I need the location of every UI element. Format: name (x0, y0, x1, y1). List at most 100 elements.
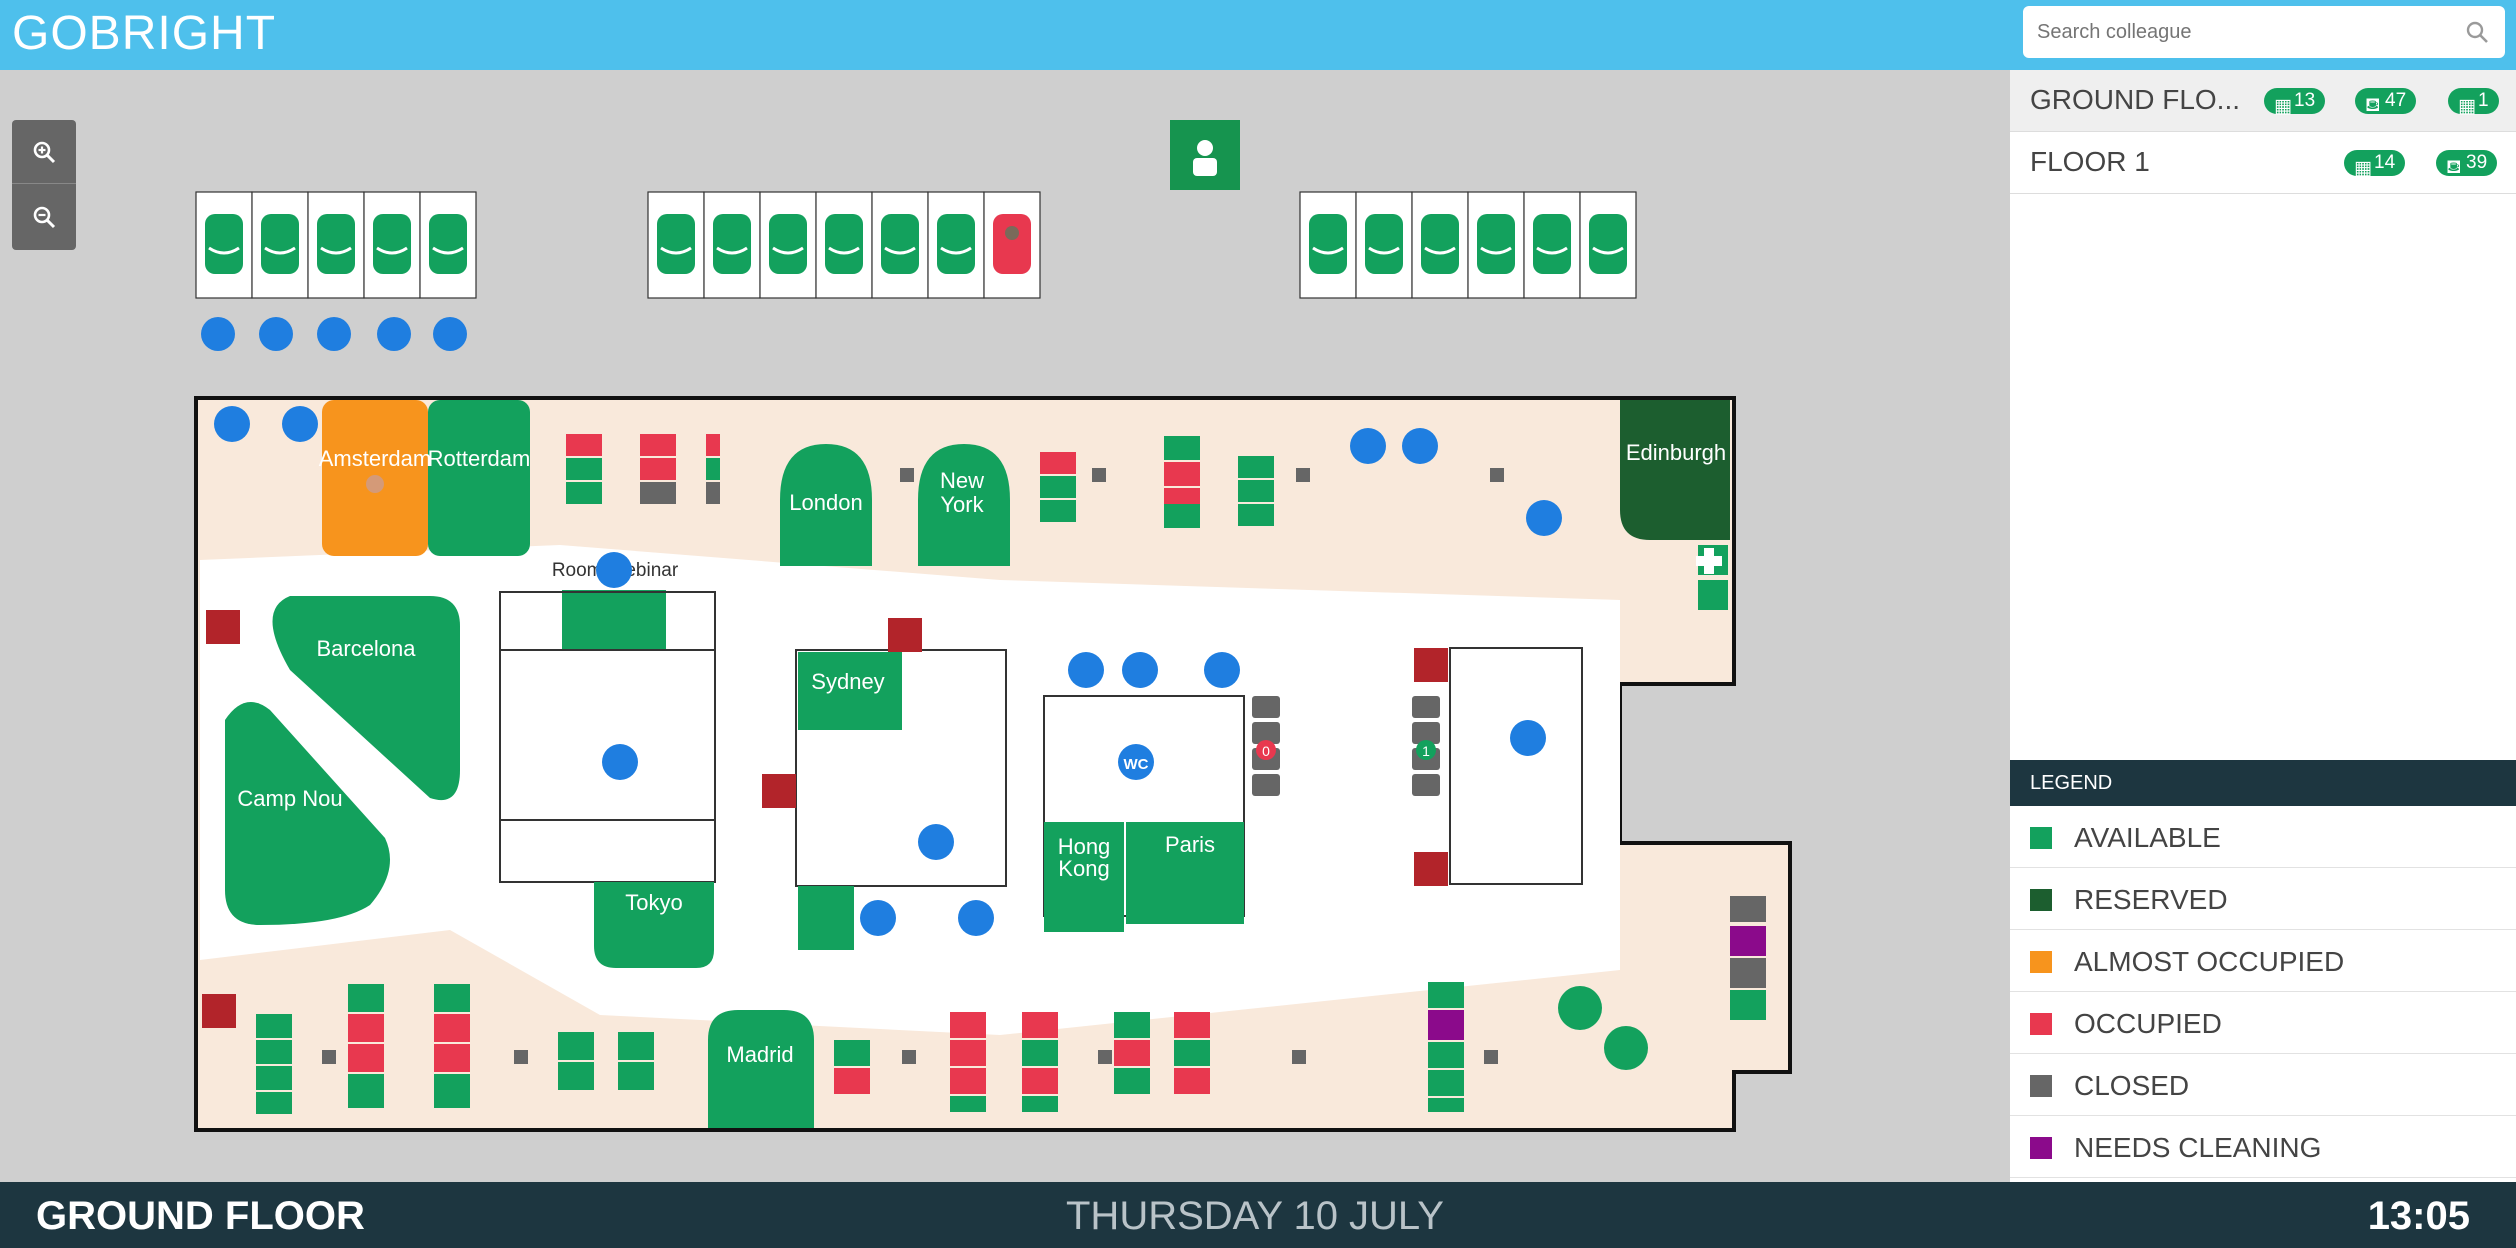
zoom-out-button[interactable] (12, 185, 76, 249)
round-table[interactable] (1604, 1026, 1648, 1070)
legend-item-available: AVAILABLE (2010, 806, 2516, 868)
closed-markers (322, 468, 1504, 1064)
room-camp-nou[interactable] (225, 702, 390, 925)
desk-icon: ▦ (2354, 158, 2372, 179)
legend-swatch (2030, 951, 2052, 973)
room-webinar[interactable] (562, 590, 666, 650)
chair-icon: ⛾ (2446, 157, 2462, 178)
room-new-york-label-2: York (940, 492, 984, 517)
parking-spot[interactable] (926, 190, 986, 300)
room-count-badge: ▦1 (2448, 88, 2499, 117)
legend-swatch (2030, 1075, 2052, 1097)
floor-item-1[interactable]: FLOOR 1 ▦14 ⛾39 (2010, 132, 2516, 194)
printer-icon[interactable] (958, 900, 994, 936)
ev-charger-icon[interactable] (317, 317, 351, 351)
legend-swatch (2030, 889, 2052, 911)
parking-spot[interactable] (814, 190, 874, 300)
coffee-icon[interactable] (214, 406, 250, 442)
parking-spot[interactable] (362, 190, 422, 300)
parking-spot[interactable] (1522, 190, 1582, 300)
room-small[interactable] (798, 886, 854, 950)
room-barcelona-label: Barcelona (316, 636, 416, 661)
room-rotterdam[interactable] (428, 400, 530, 556)
round-table[interactable] (1558, 986, 1602, 1030)
room-edinburgh-label: Edinburgh (1626, 440, 1726, 465)
restaurant-icon[interactable] (1402, 428, 1438, 464)
room-barcelona[interactable] (272, 596, 461, 801)
search-icon[interactable] (2465, 20, 2489, 44)
parking-spot[interactable] (1410, 190, 1470, 300)
parking-spot[interactable] (418, 190, 478, 300)
room-paris-label: Paris (1165, 832, 1215, 857)
desk-cluster[interactable] (1040, 436, 1274, 528)
stairs-icon[interactable] (1510, 720, 1546, 756)
parking-spot[interactable] (306, 190, 366, 300)
parking-spot-occupied[interactable] (983, 191, 1041, 299)
baby-room-icon[interactable] (1122, 652, 1158, 688)
fire-extinguisher-icon (888, 618, 922, 652)
room-sydney[interactable] (798, 652, 902, 730)
coffee-icon[interactable] (1350, 428, 1386, 464)
floor-name: FLOOR 1 (2030, 146, 2150, 177)
floor-plan: Amsterdam Rotterdam London New York Edin… (194, 120, 1792, 1132)
legend-item-occupied: OCCUPIED (2010, 992, 2516, 1054)
wellness-icon[interactable] (1526, 500, 1562, 536)
legend-title: LEGEND (2010, 760, 2516, 806)
room-edinburgh[interactable] (1620, 400, 1730, 540)
desk-cluster[interactable] (558, 1032, 870, 1094)
room-new-york[interactable] (918, 444, 1010, 566)
room-paris[interactable] (1126, 822, 1244, 924)
parking-spot[interactable] (250, 190, 310, 300)
parking-spot[interactable] (702, 190, 762, 300)
parking-spot[interactable] (1298, 190, 1358, 300)
room-madrid[interactable] (708, 1010, 814, 1128)
ev-charger-icon[interactable] (201, 317, 235, 351)
parking-row-middle (646, 190, 1041, 300)
desk-cluster[interactable] (1428, 896, 1766, 1112)
fire-extinguisher-icon (202, 994, 236, 1028)
current-date: THURSDAY 10 JULY (1066, 1194, 1444, 1238)
desk-cluster[interactable] (950, 1012, 1210, 1112)
lift-icon[interactable] (602, 744, 638, 780)
wc-label: WC (1124, 756, 1149, 773)
top-bar: GOBRIGHT (0, 0, 2516, 70)
ev-charger-icon[interactable] (259, 317, 293, 351)
parking-spot[interactable] (1578, 190, 1638, 300)
search-box[interactable] (2023, 6, 2505, 58)
room-london[interactable] (780, 444, 872, 566)
parking-spot[interactable] (1466, 190, 1526, 300)
coffee-icon[interactable] (860, 900, 896, 936)
accessibility-icon[interactable] (1068, 652, 1104, 688)
room-hong-kong[interactable] (1044, 822, 1124, 932)
chair-icon: ⛾ (2365, 95, 2381, 116)
fire-extinguisher-icon (206, 610, 240, 644)
desk-count-badge: ▦13 (2264, 88, 2326, 117)
ev-charger-icon[interactable] (377, 317, 411, 351)
avatar (366, 475, 384, 493)
parking-spot[interactable] (1354, 190, 1414, 300)
coffee-icon[interactable] (1204, 652, 1240, 688)
printer-icon[interactable] (282, 406, 318, 442)
parking-spot[interactable] (870, 190, 930, 300)
current-floor: GROUND FLOOR (36, 1194, 365, 1238)
locker-count-right: 1 (1422, 743, 1430, 759)
webinar-icon[interactable] (596, 552, 632, 588)
parking-spot[interactable] (758, 190, 818, 300)
room-hong-kong-label-1: Hong (1058, 834, 1111, 859)
parking-spot[interactable] (646, 190, 706, 300)
parking-spot[interactable] (194, 190, 254, 300)
desk-cluster[interactable] (256, 984, 470, 1114)
desk-cluster[interactable] (566, 434, 720, 504)
search-input[interactable] (2023, 6, 2423, 58)
ev-charger-icon[interactable] (433, 317, 467, 351)
legend-item-closed: CLOSED (2010, 1054, 2516, 1116)
room-london-label: London (789, 490, 862, 515)
seat-count-badge: ⛾47 (2355, 88, 2417, 116)
floor-item-ground[interactable]: GROUND FLO... ▦13 ⛾47 ▦1 (2010, 70, 2516, 132)
floor-map[interactable]: Amsterdam Rotterdam London New York Edin… (0, 70, 2010, 1182)
room-tokyo[interactable] (594, 882, 714, 968)
avatar (1005, 226, 1019, 240)
wc-icon[interactable] (1118, 744, 1154, 780)
zoom-in-button[interactable] (12, 120, 76, 184)
stairs-icon[interactable] (918, 824, 954, 860)
